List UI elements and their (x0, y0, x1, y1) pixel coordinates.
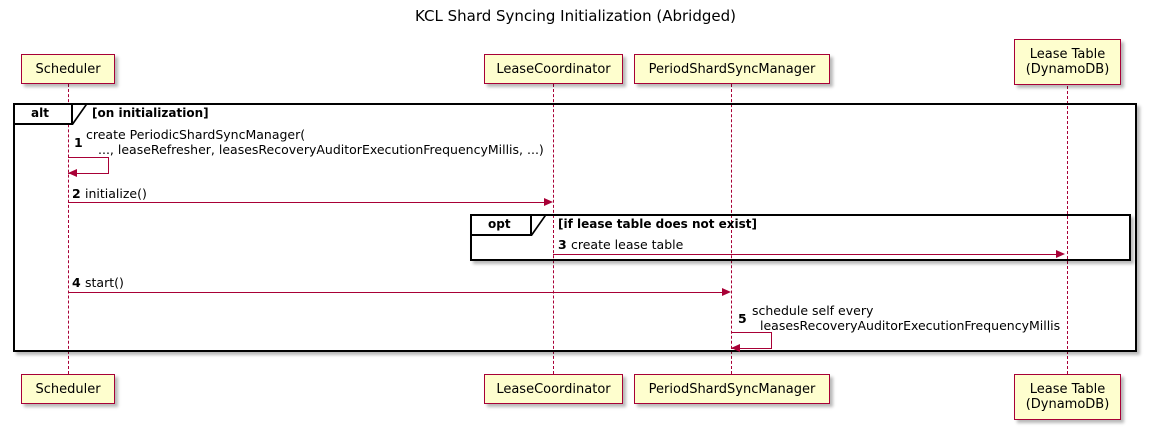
message-4-arrow-line (68, 292, 724, 293)
participant-lease-coordinator-top[interactable]: LeaseCoordinator (484, 54, 623, 84)
message-1-sequence-number: 1 (74, 135, 83, 150)
participant-lease-table-top[interactable]: Lease Table (DynamoDB) (1014, 39, 1121, 85)
message-2-arrowhead (544, 198, 553, 206)
fragment-opt (470, 214, 1131, 261)
message-4-sequence-number: 4 (72, 275, 81, 290)
message-1-self-call-loop (68, 157, 109, 174)
participant-label: Scheduler (35, 61, 101, 77)
message-2-sequence-number: 2 (72, 186, 81, 201)
message-5-sequence-number: 5 (738, 311, 747, 326)
lifeline-lease-coordinator (553, 84, 554, 374)
participant-label: Lease Table (DynamoDB) (1025, 382, 1110, 412)
message-2-arrow-line (68, 202, 546, 203)
participant-label: Scheduler (35, 381, 101, 397)
lifeline-period-shard-sync-manager (731, 84, 732, 374)
participant-label: LeaseCoordinator (496, 61, 611, 77)
message-5-self-call-loop (731, 332, 772, 349)
fragment-alt (13, 103, 1137, 352)
participant-label: Lease Table (DynamoDB) (1025, 47, 1110, 77)
participant-lease-coordinator-bottom[interactable]: LeaseCoordinator (484, 374, 623, 404)
message-2-label: initialize() (85, 186, 147, 201)
fragment-opt-guard: [if lease table does not exist] (558, 217, 758, 231)
message-5-label: schedule self every (752, 303, 874, 318)
message-3-label: create lease table (571, 237, 684, 252)
diagram-title: KCL Shard Syncing Initialization (Abridg… (415, 7, 736, 25)
fragment-opt-tab-corner-inner (532, 216, 544, 233)
message-5-label-line2: leasesRecoveryAuditorExecutionFrequencyM… (760, 318, 1061, 333)
participant-lease-table-bottom[interactable]: Lease Table (DynamoDB) (1014, 374, 1121, 420)
fragment-alt-tab-corner-inner (73, 105, 85, 122)
participant-scheduler-top[interactable]: Scheduler (21, 54, 115, 84)
participant-scheduler-bottom[interactable]: Scheduler (21, 374, 115, 404)
message-3-sequence-number: 3 (558, 237, 567, 252)
message-4-arrowhead (722, 288, 731, 296)
fragment-opt-tab (472, 216, 532, 236)
fragment-alt-operator: alt (31, 106, 49, 120)
fragment-opt-operator: opt (488, 217, 511, 231)
lifeline-lease-table (1067, 86, 1068, 374)
participant-period-shard-sync-manager-bottom[interactable]: PeriodShardSyncManager (634, 374, 830, 404)
message-5-arrowhead (731, 344, 740, 352)
fragment-alt-guard: [on initialization] (92, 106, 209, 120)
participant-label: PeriodShardSyncManager (648, 381, 816, 397)
message-4-label: start() (85, 275, 124, 290)
fragment-alt-tab (15, 105, 73, 125)
lifeline-scheduler (68, 84, 69, 374)
message-1-arrowhead (68, 169, 77, 177)
message-3-arrow-line (553, 254, 1058, 255)
message-3-arrowhead (1056, 250, 1065, 258)
participant-label: LeaseCoordinator (496, 381, 611, 397)
participant-period-shard-sync-manager-top[interactable]: PeriodShardSyncManager (634, 54, 830, 84)
message-1-label-line2: ..., leaseRefresher, leasesRecoveryAudit… (98, 142, 544, 157)
participant-label: PeriodShardSyncManager (648, 61, 816, 77)
message-1-label: create PeriodicShardSyncManager( (86, 127, 306, 142)
